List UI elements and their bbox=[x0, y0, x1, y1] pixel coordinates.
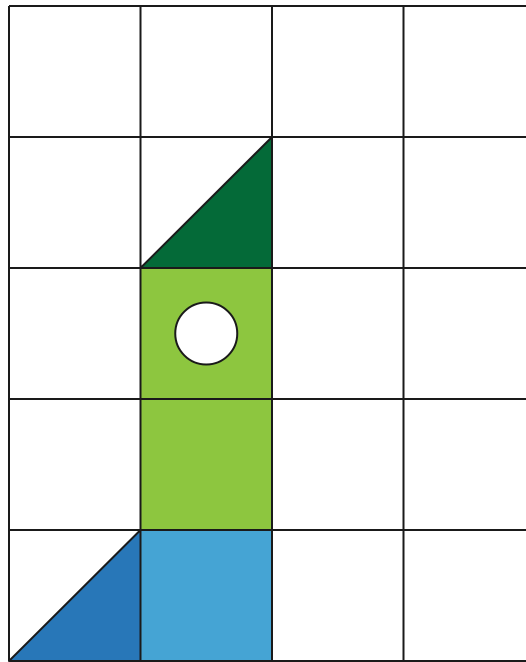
white-circle bbox=[175, 303, 237, 365]
light-blue-square bbox=[141, 530, 273, 661]
light-green-square-lower bbox=[141, 399, 273, 530]
